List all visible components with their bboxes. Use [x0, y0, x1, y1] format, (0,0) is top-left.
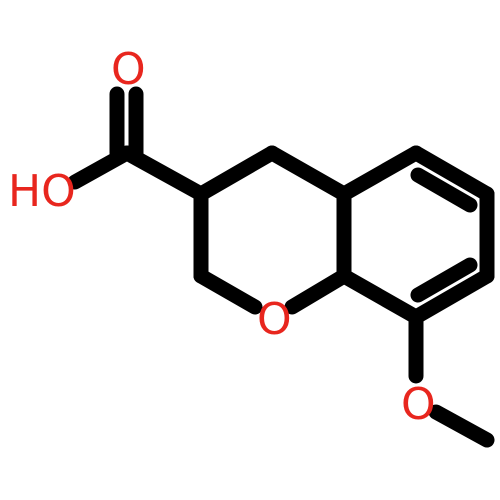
- bond-c4-c4a: [264, 145, 352, 202]
- bond-c5-c6-inner: [410, 167, 478, 213]
- pyran-ring: O: [193, 145, 352, 345]
- bond-c8-c8a: [336, 268, 424, 325]
- bond-c5-c6: [408, 145, 495, 202]
- bond-c2-ring-oxygen: [193, 268, 263, 315]
- bond-c7-c8: [408, 268, 495, 325]
- methoxy-oxygen-label: O: [401, 379, 436, 430]
- methoxy-group: O: [401, 309, 495, 448]
- carboxyl-to-hydroxyl-bond: [67, 145, 135, 190]
- bond-methoxy-oxygen-methyl: [428, 404, 495, 448]
- ring-oxygen-label: O: [257, 294, 292, 345]
- carboxyl-to-ring-bond: [119, 145, 209, 202]
- benzene-ring: [336, 145, 495, 325]
- bond-c4a-c5: [336, 145, 424, 202]
- carbonyl-oxygen-label: O: [111, 44, 146, 95]
- hydroxyl-label: HO: [8, 166, 76, 217]
- bond-c3-c4: [193, 145, 280, 202]
- bond-c7-c8-inner: [410, 257, 478, 303]
- carboxylic-acid-group: O HO: [8, 44, 209, 217]
- bond-ring-oxygen-c8a: [284, 268, 352, 315]
